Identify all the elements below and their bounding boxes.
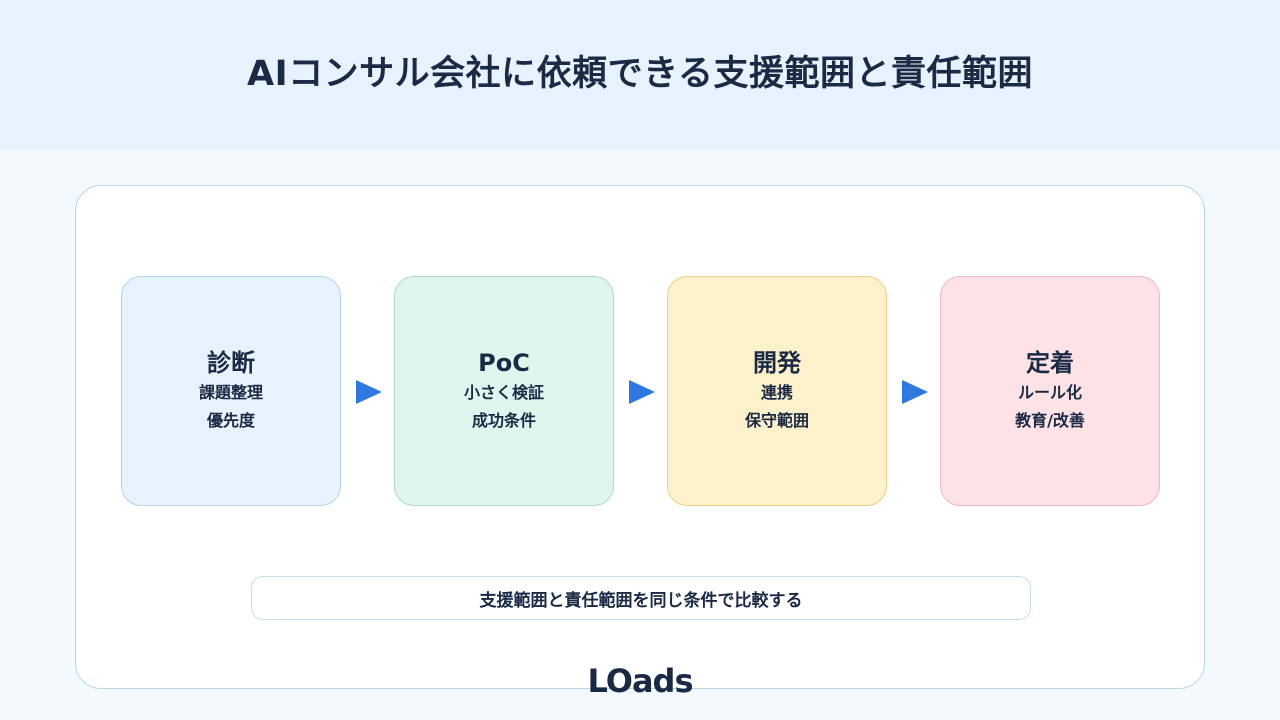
step-title: 診断	[207, 349, 255, 377]
step-title: PoC	[478, 349, 530, 377]
step-development-box: 開発 連携 保守範囲	[667, 276, 887, 506]
comparison-note: 支援範囲と責任範囲を同じ条件で比較する	[251, 576, 1031, 620]
arrow-right-icon	[629, 380, 655, 404]
step-detail: 小さく検証	[463, 383, 544, 402]
step-poc-box: PoC 小さく検証 成功条件	[394, 276, 614, 506]
page-title: AIコンサル会社に依頼できる支援範囲と責任範囲	[247, 53, 1033, 94]
step-detail: 連携	[760, 383, 793, 402]
step-detail: ルール化	[1017, 383, 1082, 402]
arrow-right-icon	[356, 380, 382, 404]
step-detail: 課題整理	[198, 383, 263, 402]
step-adoption-box: 定着 ルール化 教育/改善	[940, 276, 1160, 506]
diagram-panel: 診断 課題整理 優先度 PoC 小さく検証 成功条件 開発 連携 保守範囲 定着…	[75, 185, 1205, 689]
loads-logo: LOads	[587, 662, 694, 700]
step-detail: 成功条件	[471, 411, 536, 430]
step-detail: 保守範囲	[744, 411, 809, 430]
arrow-right-icon	[902, 380, 928, 404]
step-detail: 優先度	[206, 411, 255, 430]
header-banner: AIコンサル会社に依頼できる支援範囲と責任範囲	[0, 0, 1280, 150]
step-detail: 教育/改善	[1015, 411, 1085, 430]
step-diagnosis-box: 診断 課題整理 優先度	[121, 276, 341, 506]
step-title: 定着	[1026, 349, 1074, 377]
step-title: 開発	[753, 349, 801, 377]
